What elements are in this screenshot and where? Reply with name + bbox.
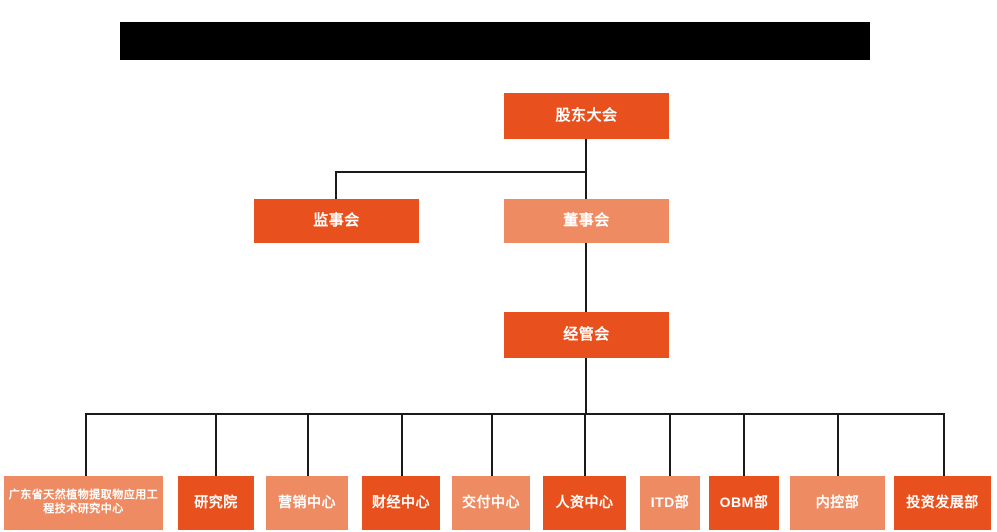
node-investment-development-department[interactable]: 投资发展部 [894, 476, 991, 530]
node-management-committee[interactable]: 经管会 [504, 312, 669, 358]
connector-drop-obm-department [743, 413, 745, 476]
connector-directors-drop [585, 171, 587, 199]
node-itd-department[interactable]: ITD部 [640, 476, 700, 530]
node-research-institute[interactable]: 研究院 [178, 476, 254, 530]
connector-drop-delivery-center [491, 413, 493, 476]
connector-drop-guangdong-research-center [85, 413, 87, 476]
connector-drop-itd-department [669, 413, 671, 476]
connector-drop-finance-center [401, 413, 403, 476]
node-guangdong-research-center[interactable]: 广东省天然植物提取物应用工程技术研究中心 [4, 476, 163, 530]
connector-drop-hr-center [584, 413, 586, 476]
node-shareholders-meeting[interactable]: 股东大会 [504, 93, 669, 139]
connector-level2-bus [335, 171, 587, 173]
node-board-of-directors[interactable]: 董事会 [504, 199, 669, 243]
node-delivery-center[interactable]: 交付中心 [452, 476, 530, 530]
connector-drop-marketing-center [307, 413, 309, 476]
node-hr-center[interactable]: 人资中心 [543, 476, 626, 530]
node-obm-department[interactable]: OBM部 [709, 476, 779, 530]
connector-drop-investment-development-department [943, 413, 945, 476]
connector-supervisors-drop [335, 171, 337, 199]
connector-drop-internal-control-department [837, 413, 839, 476]
connector-directors-to-management [585, 242, 587, 312]
connector-management-down [585, 357, 587, 415]
node-internal-control-department[interactable]: 内控部 [790, 476, 885, 530]
connector-departments-bus [85, 413, 945, 415]
node-board-of-supervisors[interactable]: 监事会 [254, 199, 419, 243]
node-finance-center[interactable]: 财经中心 [362, 476, 440, 530]
connector-shareholders-down [585, 139, 587, 173]
connector-drop-research-institute [215, 413, 217, 476]
node-marketing-center[interactable]: 营销中心 [266, 476, 348, 530]
redacted-title-bar [120, 22, 870, 60]
